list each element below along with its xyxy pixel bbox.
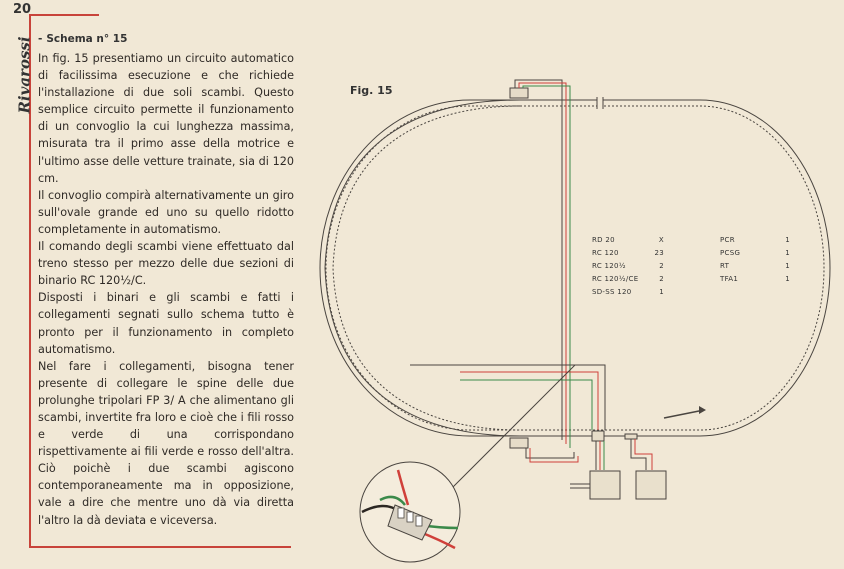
outer-oval-track	[319, 99, 831, 437]
red-margin-rule	[29, 14, 31, 548]
transformer-right	[635, 470, 667, 500]
page-number: 20	[13, 2, 32, 17]
rail-gaps	[597, 98, 603, 108]
figure-label: Fig. 15	[350, 84, 393, 97]
parts-row: RD 20 X	[592, 236, 664, 249]
part-code: RT	[720, 262, 730, 270]
paragraph: Disposti i binari e gli scambi e fatti i…	[38, 291, 294, 356]
parts-list-left: RD 20 X RC 120 23 RC 120½ 2 RC 120½/CE 2 SD-…	[592, 236, 664, 301]
parts-row: TFA1 1	[720, 275, 790, 288]
part-qty: X	[658, 236, 664, 244]
transformer-left	[589, 470, 621, 500]
red-bottom-rule	[29, 546, 291, 548]
parts-row: RT 1	[720, 262, 790, 275]
plug-detail-magnifier	[359, 461, 461, 563]
part-code: RC 120½	[592, 262, 626, 270]
part-code: SD-SS 120	[592, 288, 632, 296]
part-code: RC 120	[592, 249, 619, 257]
part-code: PCSG	[720, 249, 741, 257]
parts-row: PCSG 1	[720, 249, 790, 262]
part-code: RD 20	[592, 236, 615, 244]
feed-wires	[410, 364, 606, 430]
switch-wires	[514, 79, 579, 463]
heading-dash: -	[38, 33, 43, 45]
inner-oval-track	[324, 99, 521, 437]
part-qty: 2	[659, 262, 664, 270]
insulated-section	[624, 433, 638, 440]
part-qty: 1	[785, 249, 790, 257]
rail-connector	[591, 430, 605, 442]
parts-row: SD-SS 120 1	[592, 288, 664, 301]
body-text: In fig. 15 presentiamo un circuito autom…	[38, 50, 294, 529]
parts-row: PCR 1	[720, 236, 790, 249]
mains-wires	[570, 483, 590, 489]
part-code: RC 120½/CE	[592, 275, 639, 283]
part-code: PCR	[720, 236, 735, 244]
paragraph: In fig. 15 presentiamo un circuito autom…	[38, 52, 294, 185]
paragraph: Nel fare i collegamenti, bisogna tener p…	[38, 359, 294, 527]
leader-line	[449, 364, 576, 491]
part-qty: 23	[654, 249, 664, 257]
part-qty: 1	[785, 236, 790, 244]
paragraph: Il comando degli scambi viene effettuato…	[38, 240, 294, 288]
part-qty: 1	[785, 275, 790, 283]
heading-title: Schema n° 15	[46, 33, 128, 45]
part-code: TFA1	[720, 275, 739, 283]
direction-arrow	[663, 409, 705, 419]
turnout-bottom	[509, 437, 529, 449]
part-qty: 2	[659, 275, 664, 283]
parts-row: RC 120½ 2	[592, 262, 664, 275]
paragraph: Il convoglio compirà alternativamente un…	[38, 188, 294, 236]
turnout-top	[509, 87, 529, 99]
part-qty: 1	[659, 288, 664, 296]
section-heading: -Schema n° 15	[38, 33, 127, 45]
power-wires	[595, 439, 653, 470]
parts-row: RC 120 23	[592, 249, 664, 262]
parts-list-right: PCR 1 PCSG 1 RT 1 TFA1 1	[720, 236, 790, 288]
parts-row: RC 120½/CE 2	[592, 275, 664, 288]
part-qty: 1	[785, 262, 790, 270]
red-top-rule	[29, 14, 99, 16]
